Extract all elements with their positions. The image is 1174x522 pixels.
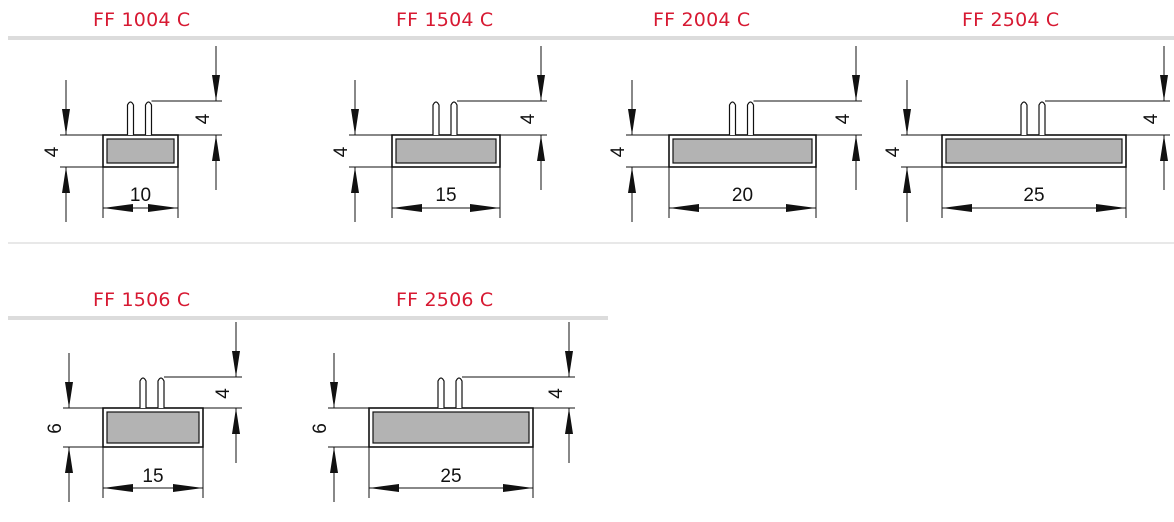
- profile-0-3-arrow-width-right: [1096, 204, 1126, 212]
- profile-1-1-body-core: [372, 411, 530, 444]
- profile-0-1-clip-label: 4: [518, 113, 539, 124]
- profile-1-0-arrow-right-top: [232, 351, 240, 377]
- profile-0-0-width-label: 10: [130, 185, 151, 206]
- profile-0-2-clip-label: 4: [833, 113, 854, 124]
- profile-0-3-clip-leg-left: [1020, 101, 1028, 135]
- profile-0-3-height-label: 4: [883, 146, 904, 157]
- profile-1-0-arrow-width-right: [173, 484, 203, 492]
- profile-1-0-arrow-left-bottom: [65, 447, 73, 473]
- profile-1-1-arrow-left-top: [330, 382, 338, 408]
- profile-0-2-body-core: [672, 138, 813, 164]
- profile-0-2-arrow-left-bottom: [628, 167, 636, 193]
- profile-0-2-arrow-width-right: [786, 204, 816, 212]
- profile-1-0-clip-label: 4: [213, 388, 234, 399]
- profile-1-1-arrow-right-bottom: [565, 408, 573, 434]
- profile-0-2-width-label: 20: [732, 185, 753, 206]
- profile-0-0-arrow-right-bottom: [212, 135, 220, 161]
- profile-1-1-height-label: 6: [310, 423, 331, 434]
- profile-0-1-arrow-left-top: [351, 109, 359, 135]
- profile-0-1-height-label: 4: [331, 146, 352, 157]
- profile-0-1-arrow-left-bottom: [351, 167, 359, 193]
- profile-1-0-width-label: 15: [142, 466, 163, 487]
- row-divider-top: [8, 36, 1174, 40]
- profile-0-0-clip-leg-left: [126, 101, 135, 135]
- profile-0-0-arrow-right-top: [212, 75, 220, 101]
- profile-0-1-clip-leg-right: [450, 101, 458, 135]
- profile-0-2-clip-leg-left: [728, 101, 737, 135]
- profile-0-3-arrow-right-bottom: [1160, 135, 1168, 161]
- profile-1-0-arrow-left-top: [65, 382, 73, 408]
- profile-0-2-arrow-width-left: [669, 204, 699, 212]
- profile-title-ff-2506-c: FF 2506 C: [396, 289, 494, 311]
- profile-title-ff-2004-c: FF 2004 C: [653, 9, 751, 31]
- profile-1-1-clip-label: 4: [546, 388, 567, 399]
- row-divider-middle: [8, 242, 1174, 244]
- profile-1-0-clip-leg-left: [139, 377, 147, 408]
- profile-0-1-arrow-width-right: [470, 204, 500, 212]
- profile-title-ff-1004-c: FF 1004 C: [93, 9, 191, 31]
- profile-0-3-arrow-left-bottom: [903, 167, 911, 193]
- profile-0-1-arrow-right-bottom: [537, 135, 545, 161]
- profile-0-0-arrow-width-left: [103, 204, 133, 212]
- profile-1-1-clip-leg-right: [455, 377, 463, 408]
- profile-0-2-height-label: 4: [608, 146, 629, 157]
- profile-0-0-arrow-left-top: [62, 109, 70, 135]
- profile-1-1-arrow-left-bottom: [330, 447, 338, 473]
- profile-0-3-body-core: [945, 138, 1123, 164]
- profile-0-1-clip-leg-left: [432, 101, 440, 135]
- profile-0-2-arrow-right-top: [852, 75, 860, 101]
- profile-0-2-arrow-left-top: [628, 109, 636, 135]
- profile-1-1-arrow-right-top: [565, 351, 573, 377]
- row-divider-bottom: [8, 316, 608, 320]
- profile-1-0-height-label: 6: [45, 423, 66, 434]
- profile-1-1-arrow-width-left: [369, 484, 399, 492]
- profile-0-2-arrow-right-bottom: [852, 135, 860, 161]
- profile-title-ff-1506-c: FF 1506 C: [93, 289, 191, 311]
- profile-1-1-clip-leg-left: [437, 377, 445, 408]
- profile-0-1-arrow-width-left: [392, 204, 422, 212]
- profile-0-3-clip-label: 4: [1141, 113, 1162, 124]
- profile-0-1-arrow-right-top: [537, 75, 545, 101]
- profile-title-ff-2504-c: FF 2504 C: [962, 9, 1060, 31]
- profile-1-1-arrow-width-right: [503, 484, 533, 492]
- profile-0-0-height-label: 4: [42, 146, 63, 157]
- profile-0-0-clip-label: 4: [193, 113, 214, 124]
- profile-1-1-width-label: 25: [440, 466, 461, 487]
- profile-0-3-clip-leg-right: [1038, 101, 1046, 135]
- profile-0-1-width-label: 15: [435, 185, 456, 206]
- profile-0-0-arrow-left-bottom: [62, 167, 70, 193]
- profile-title-ff-1504-c: FF 1504 C: [396, 9, 494, 31]
- profile-0-0-arrow-width-right: [148, 204, 178, 212]
- profile-1-0-arrow-width-left: [103, 484, 133, 492]
- profile-0-0-clip-leg-right: [144, 101, 153, 135]
- profile-0-3-arrow-left-top: [903, 109, 911, 135]
- profile-1-0-clip-leg-right: [157, 377, 165, 408]
- profile-0-3-width-label: 25: [1023, 185, 1044, 206]
- profile-0-2-clip-leg-right: [746, 101, 755, 135]
- profile-1-0-body-core: [106, 411, 200, 444]
- profile-0-1-body-core: [395, 138, 497, 164]
- profile-0-0-body-core: [106, 138, 175, 164]
- profile-0-3-arrow-right-top: [1160, 75, 1168, 101]
- profile-0-3-arrow-width-left: [942, 204, 972, 212]
- profile-1-0-arrow-right-bottom: [232, 408, 240, 434]
